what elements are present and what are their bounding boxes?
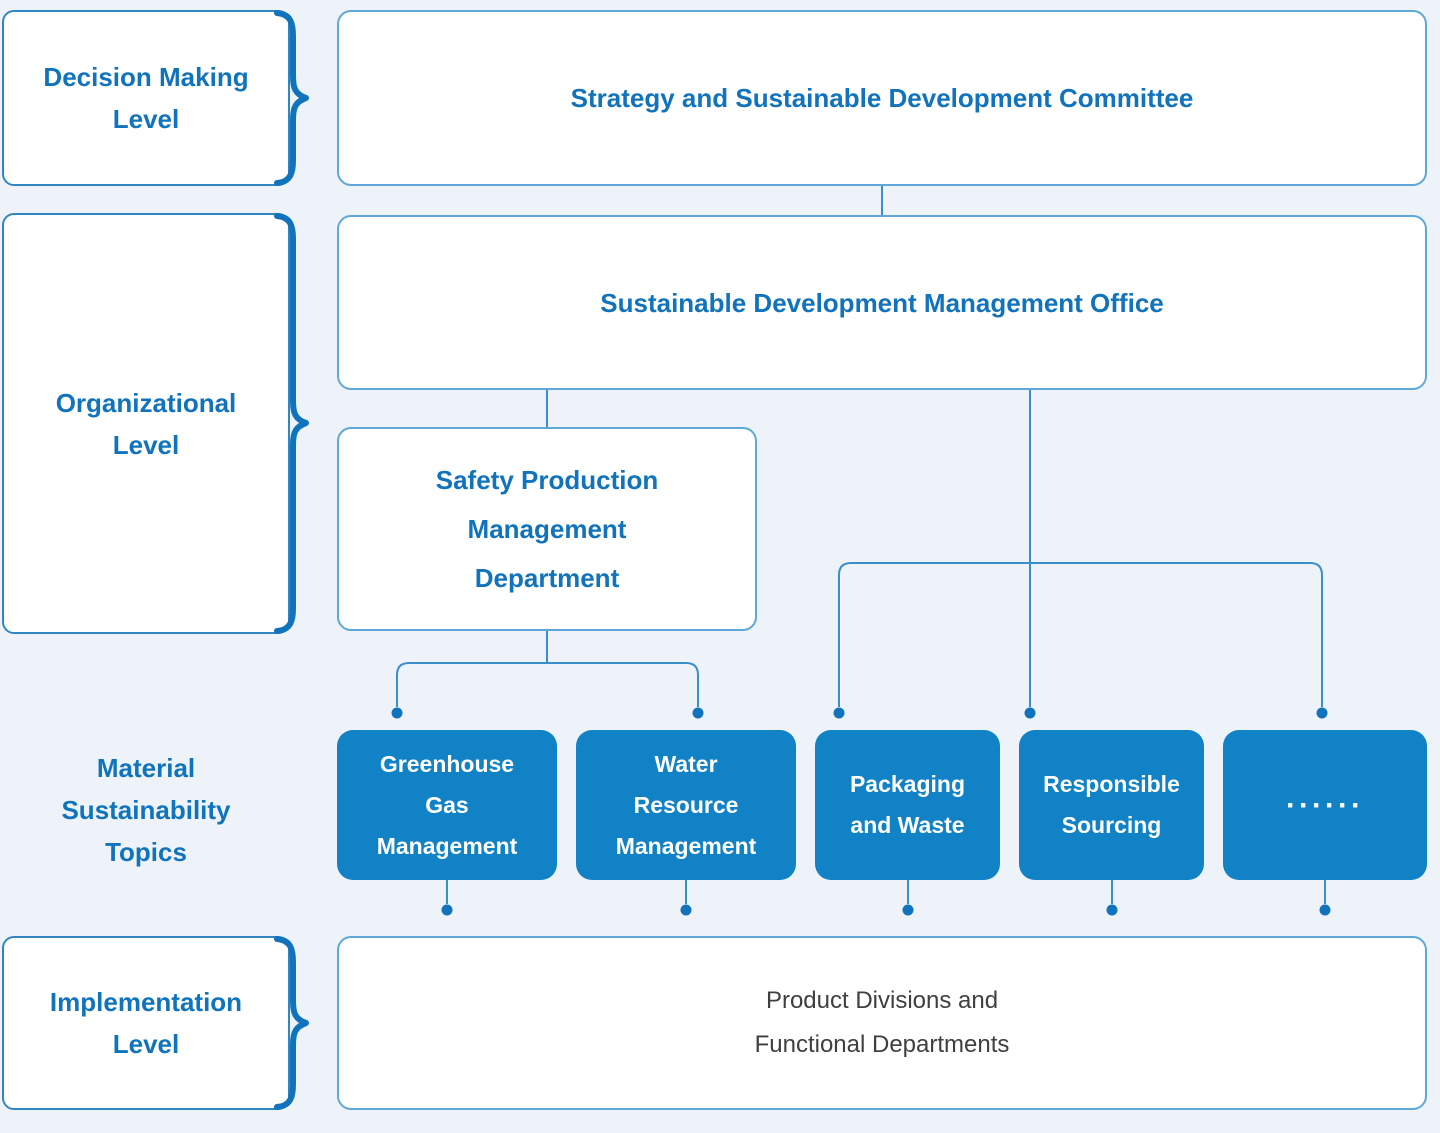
label-line: Implementation	[49, 987, 243, 1017]
connector-right-branch	[838, 562, 1323, 707]
ellipsis-dots: ······	[1286, 788, 1364, 822]
dot-below-water	[680, 904, 692, 916]
brace-implementation	[274, 936, 309, 1110]
dot-above-responsible	[1024, 707, 1036, 719]
label-line: Organizational	[55, 387, 237, 418]
level-label-text: Decision Making Level	[43, 56, 248, 140]
topic-line: Water	[654, 750, 718, 777]
topic-box-greenhouse-gas: Greenhouse Gas Management	[337, 730, 557, 880]
topic-box-more-topics: ······	[1223, 730, 1427, 880]
brace-decision	[274, 10, 309, 186]
dot-below-more	[1319, 904, 1331, 916]
label-line: Level	[112, 1029, 180, 1059]
topic-line: Responsible	[1043, 771, 1180, 797]
label-line: Topics	[105, 837, 187, 867]
label-line: Sustainability	[61, 795, 231, 825]
label-line: Decision Making	[43, 62, 249, 92]
topic-line: Packaging	[849, 771, 966, 797]
node-line: Product Divisions and	[765, 987, 999, 1014]
node-line: Safety Production	[435, 464, 659, 495]
node-office: Sustainable Development Management Offic…	[337, 215, 1427, 390]
level-label-text: Organizational Level	[56, 382, 237, 466]
label-line: Level	[112, 429, 180, 460]
level-label-text: Implementation Level	[50, 981, 242, 1065]
brace-organizational	[274, 213, 309, 634]
topic-box-packaging-waste: Packaging and Waste	[815, 730, 1000, 880]
node-implementation-departments: Product Divisions and Functional Departm…	[337, 936, 1427, 1110]
dot-below-greenhouse	[441, 904, 453, 916]
dot-below-packaging	[902, 904, 914, 916]
topic-line: Management	[376, 832, 518, 859]
dot-above-greenhouse	[391, 707, 403, 719]
node-committee-label: Strategy and Sustainable Development Com…	[570, 83, 1194, 113]
node-line: Functional Departments	[754, 1031, 1010, 1058]
topic-line: Management	[615, 832, 757, 859]
level-label-decision-making: Decision Making Level	[2, 10, 309, 186]
level-label-implementation: Implementation Level	[2, 936, 309, 1110]
dot-above-packaging	[833, 707, 845, 719]
dot-below-responsible	[1106, 904, 1118, 916]
node-office-label: Sustainable Development Management Offic…	[600, 287, 1164, 318]
topic-line: and Waste	[850, 812, 965, 838]
node-line: Department	[474, 562, 620, 593]
topic-box-water-resource: Water Resource Management	[576, 730, 796, 880]
topic-line: Gas	[425, 791, 469, 818]
level-label-text: Material Sustainability Topics	[61, 747, 230, 873]
topic-line: Resource	[633, 791, 739, 818]
node-line: Management	[467, 513, 627, 544]
topic-box-responsible-sourcing: Responsible Sourcing	[1019, 730, 1204, 880]
connector-safety-branch	[396, 662, 699, 707]
label-line: Level	[112, 104, 180, 134]
topic-line: Sourcing	[1061, 812, 1162, 838]
label-line: Material	[96, 753, 196, 783]
dot-above-water	[692, 707, 704, 719]
level-label-material-topics: Material Sustainability Topics	[2, 740, 290, 880]
dot-above-more	[1316, 707, 1328, 719]
node-safety-department: Safety Production Management Department	[337, 427, 757, 631]
node-committee: Strategy and Sustainable Development Com…	[337, 10, 1427, 186]
level-label-organizational: Organizational Level	[2, 213, 309, 634]
topic-line: Greenhouse	[379, 750, 515, 777]
